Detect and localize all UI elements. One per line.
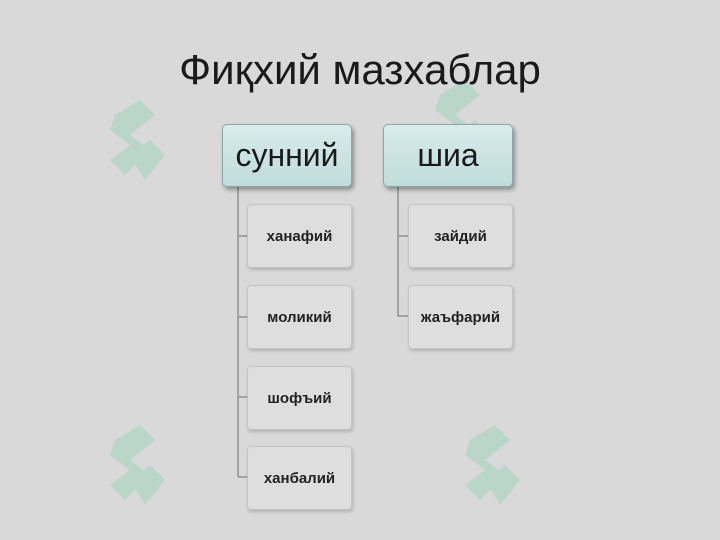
- school-jafari: жаъфарий: [408, 285, 513, 349]
- school-label: ханафий: [266, 227, 333, 245]
- branch-sunni-box: сунний: [222, 124, 352, 187]
- school-label: жаъфарий: [420, 308, 501, 326]
- school-label: моликий: [267, 308, 332, 326]
- branch-shia-box: шиа: [383, 124, 513, 187]
- school-hanafi: ханафий: [247, 204, 352, 268]
- school-shafii: шофъий: [247, 366, 352, 430]
- slide-title: Фиқхий мазхаблар: [179, 46, 541, 93]
- branch-sunni-label: сунний: [235, 137, 339, 173]
- school-hanbali: ханбалий: [247, 446, 352, 510]
- watermark-logo: [450, 420, 540, 520]
- watermark-logo: [95, 420, 185, 520]
- school-zaydi: зайдий: [408, 204, 513, 268]
- watermark-logo: [95, 95, 185, 195]
- school-maliki: моликий: [247, 285, 352, 349]
- school-label: ханбалий: [263, 469, 336, 487]
- school-label: шофъий: [267, 389, 332, 407]
- branch-shia-label: шиа: [417, 137, 479, 173]
- school-label: зайдий: [434, 227, 487, 245]
